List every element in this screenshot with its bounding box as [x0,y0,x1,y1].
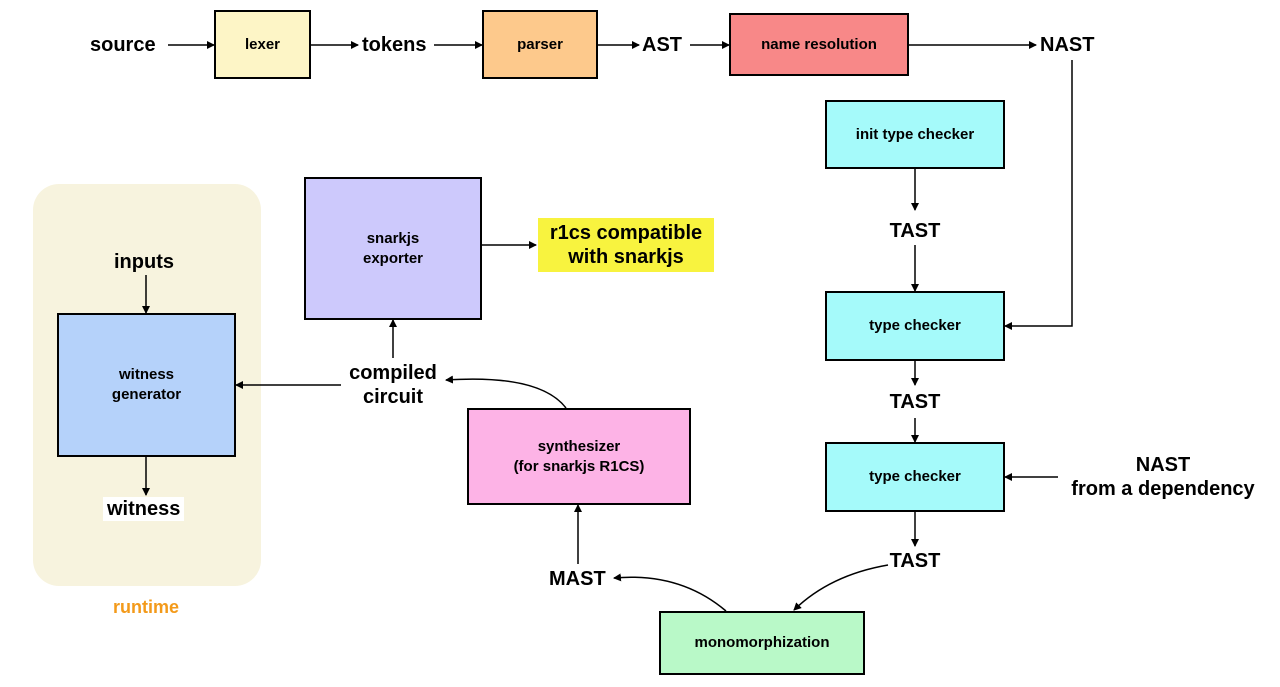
arrow-monomorphization-to-mast [613,573,727,612]
tokens-label: tokens [362,34,427,56]
dependency-nast-label: NAST from a dependency [1057,453,1269,501]
r1cs-output-line-2: with snarkjs [568,246,684,268]
arrow-tast-to-monomorphization [793,564,889,611]
inputs-label: inputs [114,251,174,273]
parser-box: parser [482,10,598,79]
init-type-checker-box: init type checker [825,100,1005,169]
type-checker-box-1: type checker [825,291,1005,361]
tast-label-1: TAST [889,220,941,242]
compiled-circuit-label: compiled circuit [336,361,450,409]
arrow-nast-to-type-checker [1004,60,1073,330]
mast-label: MAST [549,568,606,590]
tast-label-3: TAST [889,550,941,572]
type-checker-box-2: type checker [825,442,1005,512]
snarkjs-exporter-box: snarkjs exporter [304,177,482,320]
lexer-box: lexer [214,10,311,79]
name-resolution-box: name resolution [729,13,909,76]
compiled-circuit-line-2: circuit [362,386,424,408]
r1cs-output-line-1: r1cs compatible [549,222,703,244]
dependency-nast-line-1: NAST [1135,454,1191,476]
dependency-nast-line-2: from a dependency [1071,478,1255,500]
source-label: source [90,34,156,56]
compiled-circuit-line-1: compiled [349,362,437,384]
arrow-synthesizer-to-compiled-circuit [445,375,567,409]
witness-generator-line-1: witness [118,366,175,383]
witness-generator-box: witness generator [57,313,236,457]
monomorphization-box: monomorphization [659,611,865,675]
snarkjs-exporter-line-2: exporter [362,249,424,267]
synthesizer-box: synthesizer (for snarkjs R1CS) [467,408,691,505]
nast-label: NAST [1040,34,1095,56]
witness-label: witness [103,497,185,521]
snarkjs-exporter-line-1: snarkjs [366,229,420,247]
synthesizer-line-2: (for snarkjs R1CS) [513,457,645,475]
runtime-label: runtime [112,597,179,617]
tast-label-2: TAST [889,391,941,413]
synthesizer-line-1: synthesizer [537,437,621,455]
ast-label: AST [642,34,682,56]
r1cs-output-note: r1cs compatible with snarkjs [538,218,714,272]
witness-generator-line-2: generator [111,386,182,403]
